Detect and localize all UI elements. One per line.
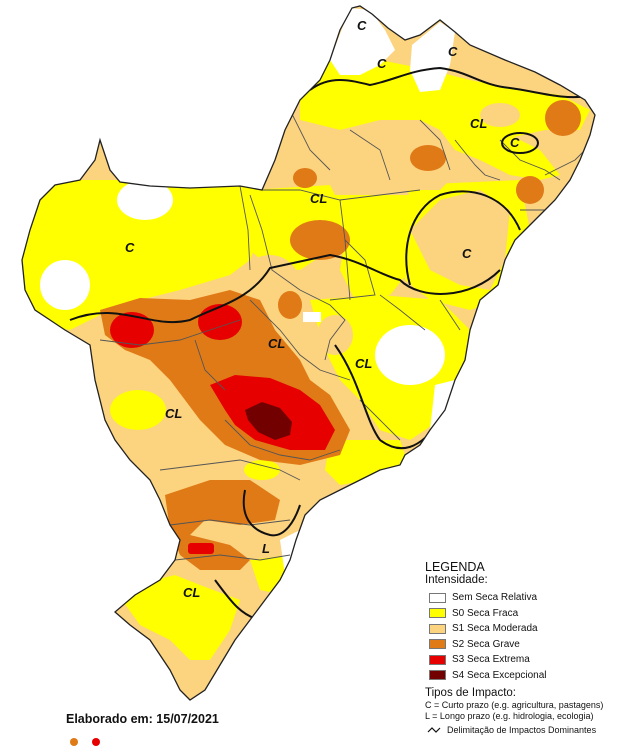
map-label: CL — [268, 336, 285, 351]
map-label: C — [510, 135, 520, 150]
legend-item-s1: S1 Seca Moderada — [425, 621, 641, 637]
map-label: C — [357, 18, 367, 33]
map-label: L — [262, 541, 270, 556]
map-label: CL — [470, 116, 487, 131]
swatch-s0 — [429, 608, 446, 619]
legend-label: S4 Seca Excepcional — [452, 669, 547, 681]
outer-border — [21, 5, 596, 701]
s1-patches — [240, 103, 520, 355]
legend-label: S3 Seca Extrema — [452, 654, 530, 666]
legend-title: LEGENDA — [425, 560, 485, 574]
impact-title: Tipos de Impacto: — [425, 687, 516, 699]
legend-item-s0: S0 Seca Fraca — [425, 606, 641, 622]
map-label: C — [448, 44, 458, 59]
region-outline — [22, 6, 595, 700]
state-borders — [99, 109, 586, 561]
impact-short: C = Curto prazo (e.g. agricultura, pasta… — [425, 700, 604, 710]
swatch-s2 — [429, 639, 446, 650]
legend-intensity-label: Intensidade: — [425, 574, 488, 586]
swatch-none — [429, 592, 446, 603]
impact-long: L = Longo prazo (e.g. hidrologia, ecolog… — [425, 711, 594, 721]
credit-date: Elaborado em: 15/07/2021 — [66, 712, 219, 726]
legend-label: S2 Seca Grave — [452, 638, 520, 650]
legend-label: Sem Seca Relativa — [452, 592, 538, 604]
no-drought-areas — [40, 8, 455, 575]
map-label: CL — [310, 191, 327, 206]
legend-item-s3: S3 Seca Extrema — [425, 652, 641, 668]
map-label: C — [125, 240, 135, 255]
red-dot — [92, 738, 100, 746]
legend-item-s4: S4 Seca Excepcional — [425, 668, 641, 684]
map-label: CL — [355, 356, 372, 371]
swatch-s3 — [429, 654, 446, 665]
delimitation-label: Delimitação de Impactos Dominantes — [447, 725, 597, 735]
delimitation-row: Delimitação de Impactos Dominantes — [425, 725, 641, 735]
map-label: CL — [183, 585, 200, 600]
map-label: C — [377, 56, 387, 71]
legend-label: S1 Seca Moderada — [452, 623, 538, 635]
map-label: CL — [165, 406, 182, 421]
legend-label: S0 Seca Fraca — [452, 607, 519, 619]
legend-item-none: Sem Seca Relativa — [425, 590, 641, 606]
swatch-s4 — [429, 670, 446, 681]
legend-item-s2: S2 Seca Grave — [425, 637, 641, 653]
orange-dot — [70, 738, 78, 746]
map-label: C — [462, 246, 472, 261]
delimitation-line-icon — [427, 727, 441, 733]
swatch-s1 — [429, 623, 446, 634]
s4-areas — [245, 402, 292, 440]
legend: LEGENDA Intensidade: Sem Seca Relativa S… — [425, 560, 641, 736]
